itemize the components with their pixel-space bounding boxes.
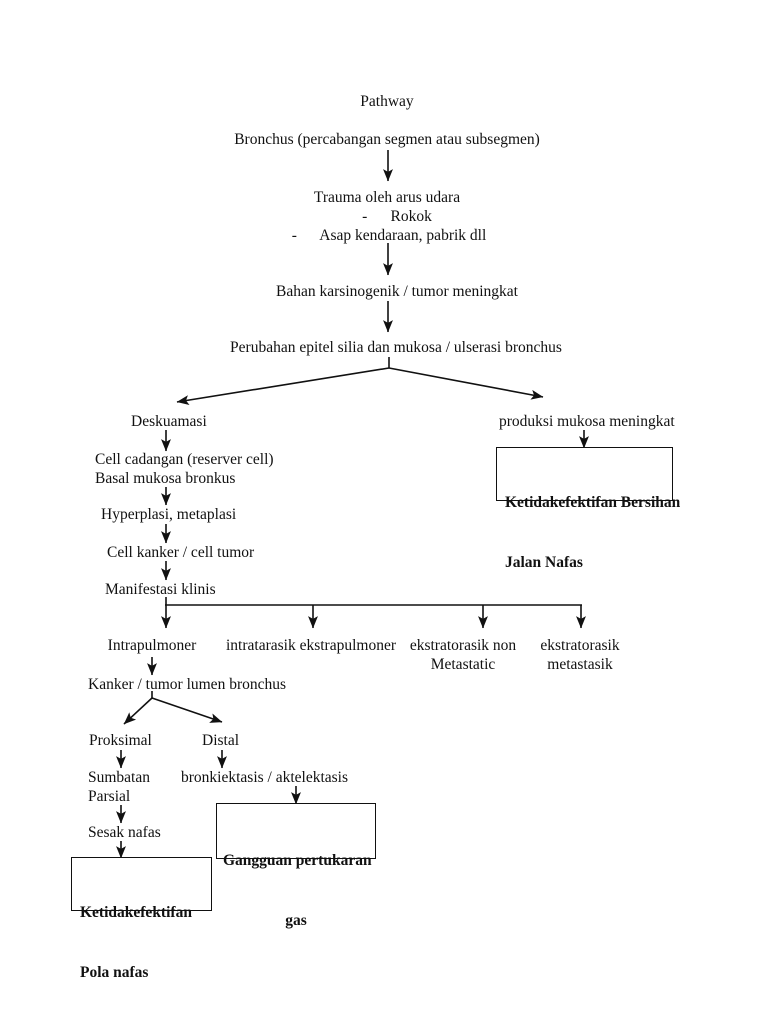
node-manifestasi-klinis: Manifestasi klinis bbox=[105, 581, 216, 598]
node-sumbatan-line1: Sumbatan bbox=[88, 769, 150, 786]
diagnosis-gangguan-line2: gas bbox=[285, 912, 307, 929]
node-cell-cadangan-line2: Basal mukosa bronkus bbox=[95, 470, 236, 487]
node-trauma-line2-rokok: - Rokok bbox=[362, 208, 432, 225]
node-ekstratorasik-non-line1: ekstratorasik non bbox=[409, 637, 517, 654]
node-karsinogenik: Bahan karsinogenik / tumor meningkat bbox=[276, 283, 518, 300]
node-trauma-line1: Trauma oleh arus udara bbox=[313, 189, 461, 206]
node-sesak-nafas: Sesak nafas bbox=[88, 824, 161, 841]
node-distal: Distal bbox=[202, 732, 240, 749]
arrow-split-left-deskuamasi bbox=[176, 367, 390, 406]
diagnosis-box-pola-nafas: Ketidakefektifan Pola nafas bbox=[71, 857, 212, 981]
node-cell-cadangan-line1: Cell cadangan (reserver cell) bbox=[95, 451, 274, 468]
node-ekstratorasik-metastasik-line2: metastasik bbox=[547, 656, 613, 673]
diagnosis-pola-nafas-line1: Ketidakefektifan bbox=[80, 904, 192, 921]
node-bronkiektasis: bronkiektasis / aktelektasis bbox=[181, 769, 349, 786]
node-kanker-lumen-bronchus: Kanker / tumor lumen bronchus bbox=[88, 676, 287, 693]
diagnosis-bersihan-line2: Jalan Nafas bbox=[505, 554, 583, 571]
node-intratarasik-ekstrapulmoner: intratarasik ekstrapulmoner bbox=[225, 637, 397, 654]
page-title: Pathway bbox=[360, 93, 414, 110]
node-deskuamasi: Deskuamasi bbox=[131, 413, 207, 430]
diagnosis-box-gangguan-pertukaran-gas: Gangguan pertukaran gas bbox=[216, 803, 376, 929]
diagnosis-box-bersihan-jalan-nafas: Ketidakefektifan Bersihan Jalan Nafas bbox=[496, 447, 680, 571]
node-intrapulmoner: Intrapulmoner bbox=[107, 637, 197, 654]
node-ekstratorasik-non-line2: Metastatic bbox=[430, 656, 496, 673]
arrow-split-right-produksi bbox=[388, 367, 544, 400]
arrow-split-proksimal bbox=[123, 697, 153, 725]
diagnosis-bersihan-line1: Ketidakefektifan Bersihan bbox=[505, 494, 681, 511]
arrow-split-distal bbox=[151, 697, 223, 723]
node-sumbatan-line2: Parsial bbox=[88, 788, 131, 805]
node-ekstratorasik-metastasik-line1: ekstratorasik bbox=[540, 637, 620, 654]
node-bronchus: Bronchus (percabangan segmen atau subseg… bbox=[234, 131, 540, 148]
node-trauma-line3-asap: - Asap kendaraan, pabrik dll bbox=[291, 227, 487, 244]
diagnosis-gangguan-line1: Gangguan pertukaran bbox=[223, 852, 372, 869]
diagnosis-pola-nafas-line2: Pola nafas bbox=[80, 964, 149, 981]
node-perubahan-epitel: Perubahan epitel silia dan mukosa / ulse… bbox=[230, 339, 562, 356]
node-cell-kanker: Cell kanker / cell tumor bbox=[107, 544, 255, 561]
node-produksi-mukosa: produksi mukosa meningkat bbox=[499, 413, 675, 430]
node-hyperplasi-metaplasi: Hyperplasi, metaplasi bbox=[101, 506, 237, 523]
node-proksimal: Proksimal bbox=[89, 732, 152, 749]
